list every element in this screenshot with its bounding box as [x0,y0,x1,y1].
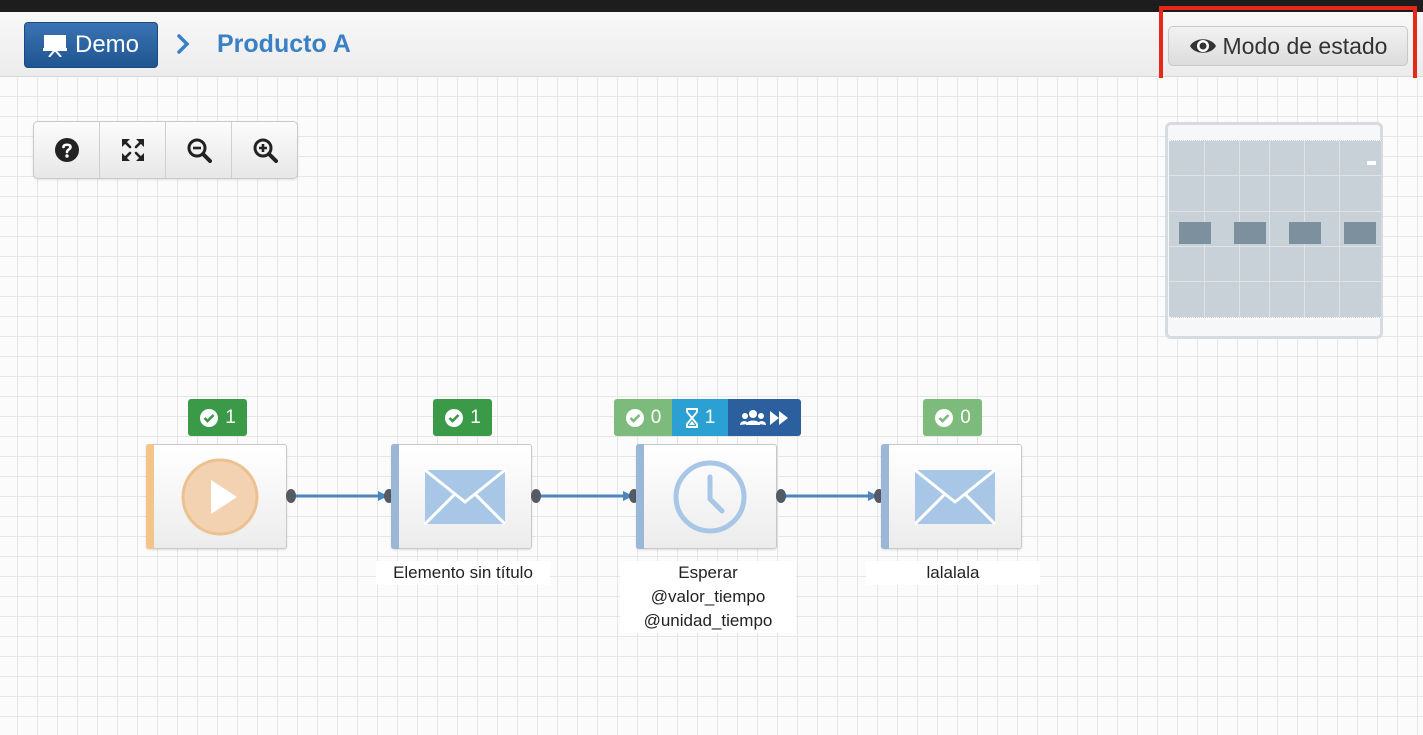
zoom-out-button[interactable] [166,122,232,178]
hourglass-icon [685,407,698,428]
node-wait-badge-completed[interactable]: 0 [614,399,672,436]
node-email1-out-port[interactable] [531,489,541,503]
fit-view-button[interactable] [100,122,166,178]
node-email1-count: 1 [470,406,481,428]
node-wait-in-port[interactable] [629,489,639,503]
demo-home-button[interactable]: Demo [24,22,158,68]
help-button[interactable] [34,122,100,178]
zoom-out-icon [187,138,212,163]
zoom-toolbar [33,121,298,179]
demo-home-button-label: Demo [74,31,140,58]
check-circle-icon [625,408,644,427]
node-wait-label-line1: Esperar [678,563,738,582]
node-wait-completed-count: 0 [650,406,662,428]
node-email1-in-port[interactable] [384,489,394,503]
minimap-collapse-button[interactable] [1367,161,1376,165]
node-email2[interactable] [881,444,1022,549]
clock-icon [673,460,746,533]
check-circle-icon [200,408,219,427]
node-wait-badges: 0 1 [614,399,801,436]
node-wait-label-line2: @valor_tiempo [650,587,766,606]
node-wait-out-port[interactable] [776,489,786,503]
minimap-node [1289,222,1321,244]
node-start-out-port[interactable] [286,489,296,503]
minimap[interactable] [1165,122,1383,339]
minimap-node [1344,222,1376,244]
node-wait-waiting-count: 1 [704,406,716,428]
chevron-right-icon [177,34,190,54]
node-wait-badge-skip[interactable] [728,399,801,436]
zoom-in-button[interactable] [232,122,297,178]
header-bar: Demo Producto A Modo de estado [0,12,1423,77]
node-email2-count: 0 [960,406,971,428]
envelope-icon [913,468,996,525]
check-circle-icon [935,408,954,427]
node-start-badge-completed[interactable]: 1 [188,399,247,436]
node-wait-label: Esperar @valor_tiempo @unidad_tiempo [620,561,796,633]
play-icon [181,458,258,535]
window-top-strip [0,0,1423,12]
node-wait-label-line3: @unidad_tiempo [643,611,773,630]
node-wait-badge-waiting[interactable]: 1 [672,399,728,436]
node-wait[interactable] [636,444,777,549]
node-email2-in-port[interactable] [874,489,884,503]
status-mode-button[interactable]: Modo de estado [1168,26,1408,66]
zoom-in-icon [253,138,278,163]
node-email1-label: Elemento sin título [376,561,550,585]
breadcrumb-current[interactable]: Producto A [217,30,351,58]
node-start[interactable] [146,444,287,549]
question-circle-icon [54,138,79,162]
minimap-node [1179,222,1211,244]
expand-arrows-icon [121,139,144,161]
users-fast-forward-icon [739,409,788,425]
node-start-count: 1 [225,406,236,428]
check-circle-icon [445,408,464,427]
node-email2-badge-completed[interactable]: 0 [923,399,982,436]
presentation-board-icon [42,35,67,57]
envelope-icon [423,468,506,525]
node-email1-badge-completed[interactable]: 1 [433,399,492,436]
status-mode-button-label: Modo de estado [1222,32,1388,59]
minimap-node [1234,222,1266,244]
eye-icon [1189,39,1216,53]
node-email2-label: lalalala [866,561,1040,585]
highlight-annotation [1159,6,1417,83]
node-email1[interactable] [391,444,532,549]
